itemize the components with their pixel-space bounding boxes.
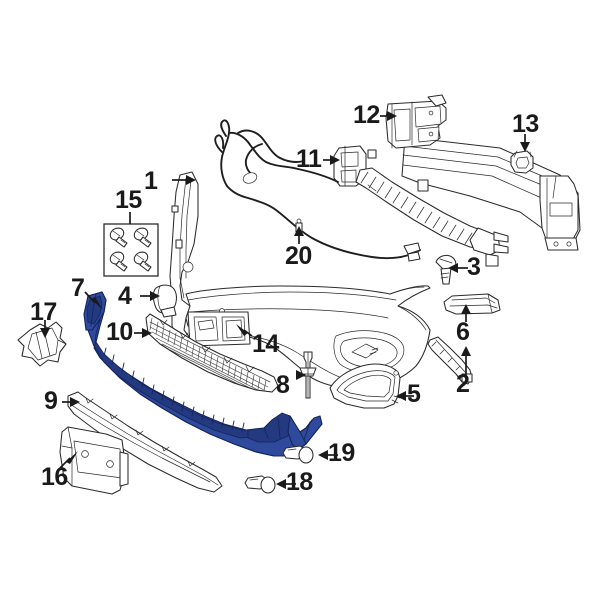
callout-label-5[interactable]: 5 [407,380,421,408]
part-bracket-right [427,336,473,385]
bolt-icon [109,251,128,272]
part-fastener-kit-box [103,223,159,277]
callout-label-16[interactable]: 16 [41,463,68,491]
part-license-plate-bracket [187,311,251,347]
part-upper-tie-bar [333,145,509,267]
callout-label-14[interactable]: 14 [252,330,279,358]
part-bolt-screw [435,254,457,285]
part-lower-grille [145,313,279,393]
callout-label-18[interactable]: 18 [286,468,313,496]
part-lower-deflector-seal [67,391,223,493]
callout-label-12[interactable]: 12 [353,101,380,129]
part-tow-hook-cover [152,284,177,318]
callout-label-11[interactable]: 11 [296,145,322,173]
callout-label-2[interactable]: 2 [456,370,470,398]
part-nut-retainer [510,150,534,174]
part-bumper-retainer-clip [17,321,67,367]
callout-label-10[interactable]: 10 [106,318,133,346]
bolt-icon [109,227,128,248]
callout-label-9[interactable]: 9 [44,387,58,415]
bolt-icon [133,251,152,272]
callout-label-17[interactable]: 17 [30,298,57,326]
callout-label-7[interactable]: 7 [71,274,85,302]
callout-label-15[interactable]: 15 [115,186,142,214]
part-fog-lamp-bezel [329,363,401,409]
bolt-icon [133,227,152,248]
callout-label-19[interactable]: 19 [328,439,355,467]
callout-label-1[interactable]: 1 [144,167,158,195]
part-skid-plate-bracket [59,426,129,495]
callout-label-4[interactable]: 4 [118,282,132,310]
callout-label-6[interactable]: 6 [456,318,470,346]
part-wiring-harness [214,119,421,262]
callout-label-13[interactable]: 13 [512,110,539,138]
callout-label-20[interactable]: 20 [285,242,312,270]
leader-lines [40,111,530,489]
part-impact-bar-reinforcement [367,94,581,251]
part-clip-nut-small [244,475,276,494]
part-lower-valance-air-deflector-highlighted [83,291,323,457]
part-molding-trim [443,293,501,315]
callout-label-3[interactable]: 3 [467,253,481,281]
part-clip-nut-large [282,445,314,464]
callout-label-8[interactable]: 8 [276,371,290,399]
